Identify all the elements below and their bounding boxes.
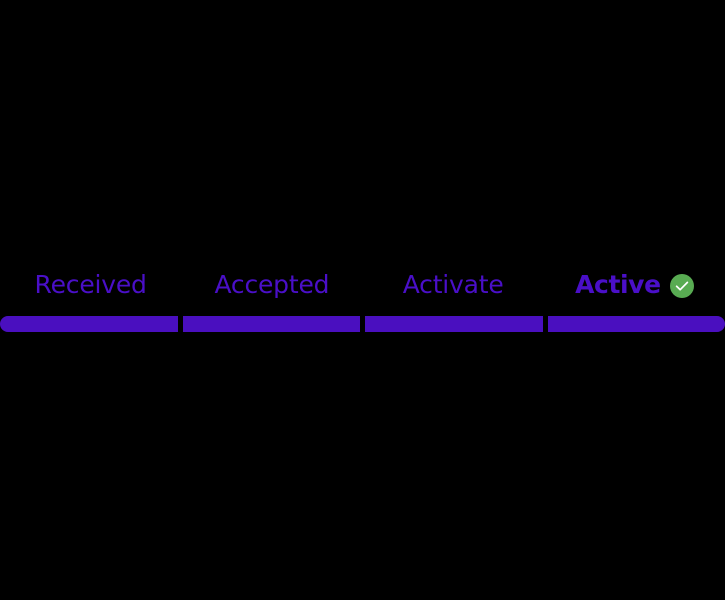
stepper-step-active[interactable]: Active — [544, 262, 725, 308]
stepper-step-label-active: Active — [575, 270, 661, 299]
stepper-bar-segment-received — [0, 316, 178, 332]
stepper-bar-segment-activate — [365, 316, 543, 332]
stepper-step-label-received: Received — [34, 270, 147, 299]
progress-stepper: Received Accepted Activate Active — [0, 262, 725, 334]
stepper-step-label-activate: Activate — [402, 270, 504, 299]
stepper-progress-bars — [0, 316, 725, 333]
stepper-step-accepted[interactable]: Accepted — [181, 262, 362, 308]
stepper-step-activate[interactable]: Activate — [363, 262, 544, 308]
stepper-bar-segment-accepted — [182, 316, 360, 332]
stepper-bar-segment-active — [547, 316, 725, 332]
stepper-step-label-accepted: Accepted — [214, 270, 330, 299]
stepper-labels-row: Received Accepted Activate Active — [0, 262, 725, 308]
check-circle-icon — [669, 274, 694, 298]
stepper-step-received[interactable]: Received — [0, 262, 181, 308]
